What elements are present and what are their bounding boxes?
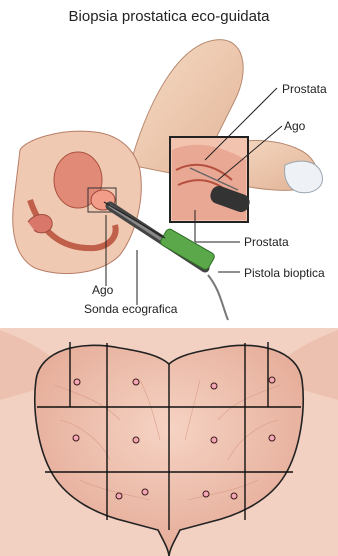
- sample-dot: [73, 435, 79, 441]
- label-pistola-bioptica: Pistola bioptica: [244, 266, 325, 280]
- sample-dot: [231, 493, 237, 499]
- label-sonda-ecografica: Sonda ecografica: [84, 302, 177, 316]
- label-prostata-mid: Prostata: [244, 235, 289, 249]
- sample-dot: [211, 437, 217, 443]
- sample-dot: [142, 489, 148, 495]
- sample-dot: [269, 435, 275, 441]
- zoom-inset: [170, 137, 252, 222]
- sample-dot: [269, 377, 275, 383]
- sample-dot: [203, 491, 209, 497]
- sample-dot: [116, 493, 122, 499]
- label-ago-bottom: Ago: [92, 283, 113, 297]
- prostate-cross-section: [0, 328, 338, 556]
- label-prostata-top: Prostata: [282, 82, 327, 96]
- sample-dot: [211, 383, 217, 389]
- sample-dot: [74, 379, 80, 385]
- sample-dot: [133, 437, 139, 443]
- sample-dot: [133, 379, 139, 385]
- label-ago-top: Ago: [284, 119, 305, 133]
